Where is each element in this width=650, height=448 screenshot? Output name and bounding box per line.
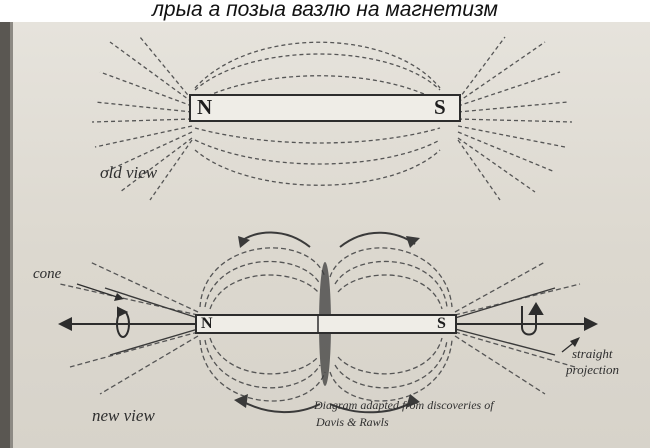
page-edge: [0, 22, 10, 448]
diagram-photo: N S old view N S cone straight projectio…: [0, 22, 650, 448]
new-north-label: N: [201, 316, 213, 332]
credit-line-1: Diagram adapted from discoveries of: [314, 398, 494, 413]
old-north-label: N: [197, 97, 212, 118]
page-edge-shadow: [10, 22, 13, 448]
magnet-diagram: [0, 22, 650, 448]
cone-label: cone: [33, 266, 61, 283]
straight-label: straight: [572, 346, 612, 362]
axis-left-arrowhead: [58, 317, 72, 331]
projection-label: projection: [566, 362, 619, 378]
axis-right-arrowhead: [584, 317, 598, 331]
old-view-label: old view: [100, 163, 157, 183]
old-south-label: S: [434, 97, 446, 118]
credit-line-2: Davis & Rawls: [316, 415, 389, 430]
page-caption: лрыа а позыа вазлю на магнетизм: [0, 0, 650, 22]
rotation-icon-left: [117, 308, 129, 337]
new-view-label: new view: [92, 406, 155, 426]
new-bar-magnet: [196, 315, 456, 333]
rotation-icon-right: [522, 304, 542, 335]
old-bar-magnet: [190, 95, 460, 121]
new-south-label: S: [437, 316, 446, 332]
